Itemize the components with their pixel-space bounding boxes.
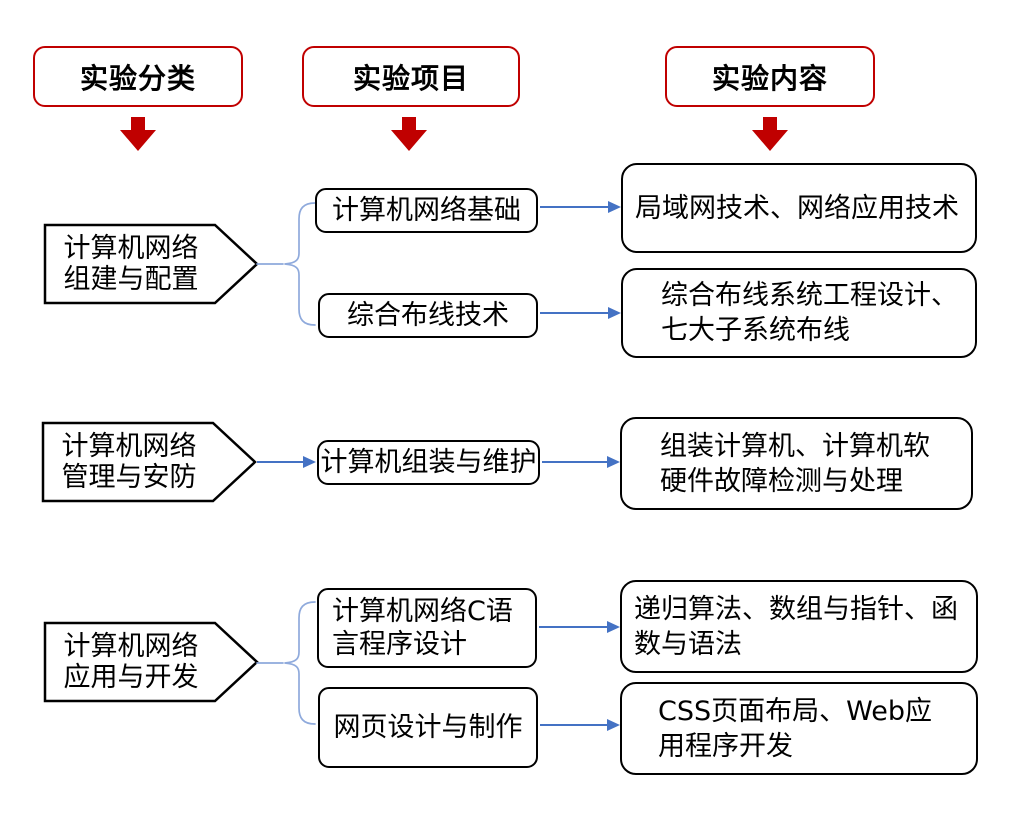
header-experiment-classification: 实验分类 bbox=[33, 46, 243, 107]
flow-arrow bbox=[542, 456, 620, 468]
header-experiment-content: 实验内容 bbox=[665, 46, 875, 107]
category-label: 计算机网络 组建与配置 bbox=[63, 233, 199, 295]
flow-arrow bbox=[257, 456, 316, 468]
down-arrow-icon bbox=[752, 117, 788, 151]
pentagon-outline-icon bbox=[43, 621, 259, 703]
down-arrow-icon bbox=[120, 117, 156, 151]
project-box-c-programming: 计算机网络C语 言程序设计 bbox=[317, 588, 537, 668]
down-arrow-icon bbox=[391, 117, 427, 151]
category-shape-network-setup: 计算机网络 组建与配置 bbox=[43, 223, 259, 305]
content-box-algorithms: 递归算法、数组与指针、函 数与语法 bbox=[620, 580, 978, 673]
pentagon-outline-icon bbox=[43, 223, 259, 305]
project-box-network-basics: 计算机网络基础 bbox=[315, 188, 538, 233]
category-shape-network-development: 计算机网络 应用与开发 bbox=[43, 621, 259, 703]
category-label: 计算机网络 管理与安防 bbox=[61, 431, 197, 493]
content-box-css-web: CSS页面布局、Web应 用程序开发 bbox=[620, 682, 978, 775]
flow-arrow bbox=[540, 201, 621, 213]
brace-connector-icon bbox=[256, 601, 316, 725]
flow-arrow bbox=[539, 621, 620, 633]
content-box-lan-tech: 局域网技术、网络应用技术 bbox=[621, 163, 977, 253]
project-box-cabling: 综合布线技术 bbox=[318, 293, 538, 338]
flow-arrow bbox=[540, 719, 620, 731]
content-box-cabling-systems: 综合布线系统工程设计、 七大子系统布线 bbox=[621, 268, 977, 358]
category-shape-network-management: 计算机网络 管理与安防 bbox=[41, 421, 257, 503]
flow-arrow bbox=[540, 307, 621, 319]
pentagon-outline-icon bbox=[41, 421, 257, 503]
header-experiment-project: 实验项目 bbox=[302, 46, 520, 107]
project-box-assembly-maintenance: 计算机组装与维护 bbox=[317, 440, 540, 485]
content-box-assembly-troubleshooting: 组装计算机、计算机软 硬件故障检测与处理 bbox=[620, 417, 973, 510]
brace-connector-icon bbox=[256, 202, 316, 326]
category-label: 计算机网络 应用与开发 bbox=[63, 631, 199, 693]
project-box-web-design: 网页设计与制作 bbox=[318, 687, 538, 768]
